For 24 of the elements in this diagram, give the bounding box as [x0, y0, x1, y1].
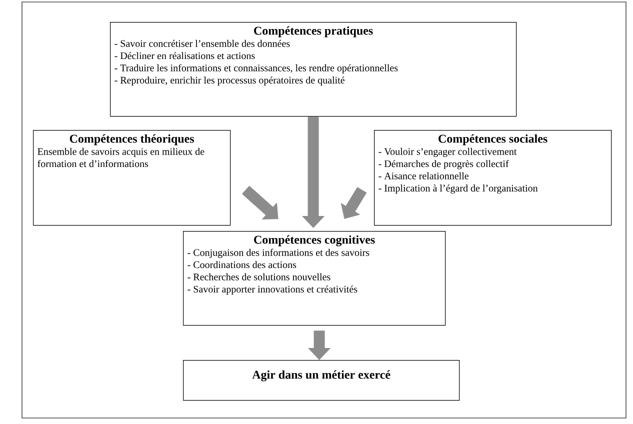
bullet-item: - Reproduire, enrichir les processus opératoires de qualité [114, 76, 344, 86]
bullet-item: - Coordinations des actions [188, 261, 296, 268]
text-box [374, 130, 612, 226]
text-box [33, 130, 231, 226]
box-heading: Compétences théoriques [70, 134, 194, 146]
bullet-item: - Démarches de progrès collectif [378, 160, 509, 170]
bullet-item: - Savoir apporter innovations et créativités [188, 285, 358, 295]
box-text: Ensemble de savoirs acquis en milieux de formation et d’informations [38, 148, 204, 168]
text-box [183, 360, 460, 401]
bullet-item: - Aisance relationnelle [378, 172, 468, 180]
bullet-item: - Décliner en réalisations et actions [114, 52, 255, 60]
box-heading: Compétences cognitives [254, 235, 375, 246]
box-heading: Compétences sociales [438, 134, 548, 146]
box-heading: Agir dans un métier exercé [252, 370, 390, 382]
bullet-item: - Vouloir s’engager collectivement [378, 148, 517, 157]
bullet-item: - Implication à l’égard de l’organisation [378, 184, 538, 194]
text-box [183, 231, 446, 326]
bullet-item: - Conjugaison des informations et des savoirs [188, 248, 370, 258]
box-heading: Compétences pratiques [254, 26, 373, 38]
bullet-item: - Recherches de solutions nouvelles [188, 273, 330, 280]
bullet-item: - Savoir concrétiser l’ensemble des données [114, 40, 290, 47]
text-box [110, 22, 517, 117]
block-arrow [242, 186, 278, 220]
bullet-item: - Traduire les informations et connaissances, les rendre opérationnelles [114, 64, 398, 74]
